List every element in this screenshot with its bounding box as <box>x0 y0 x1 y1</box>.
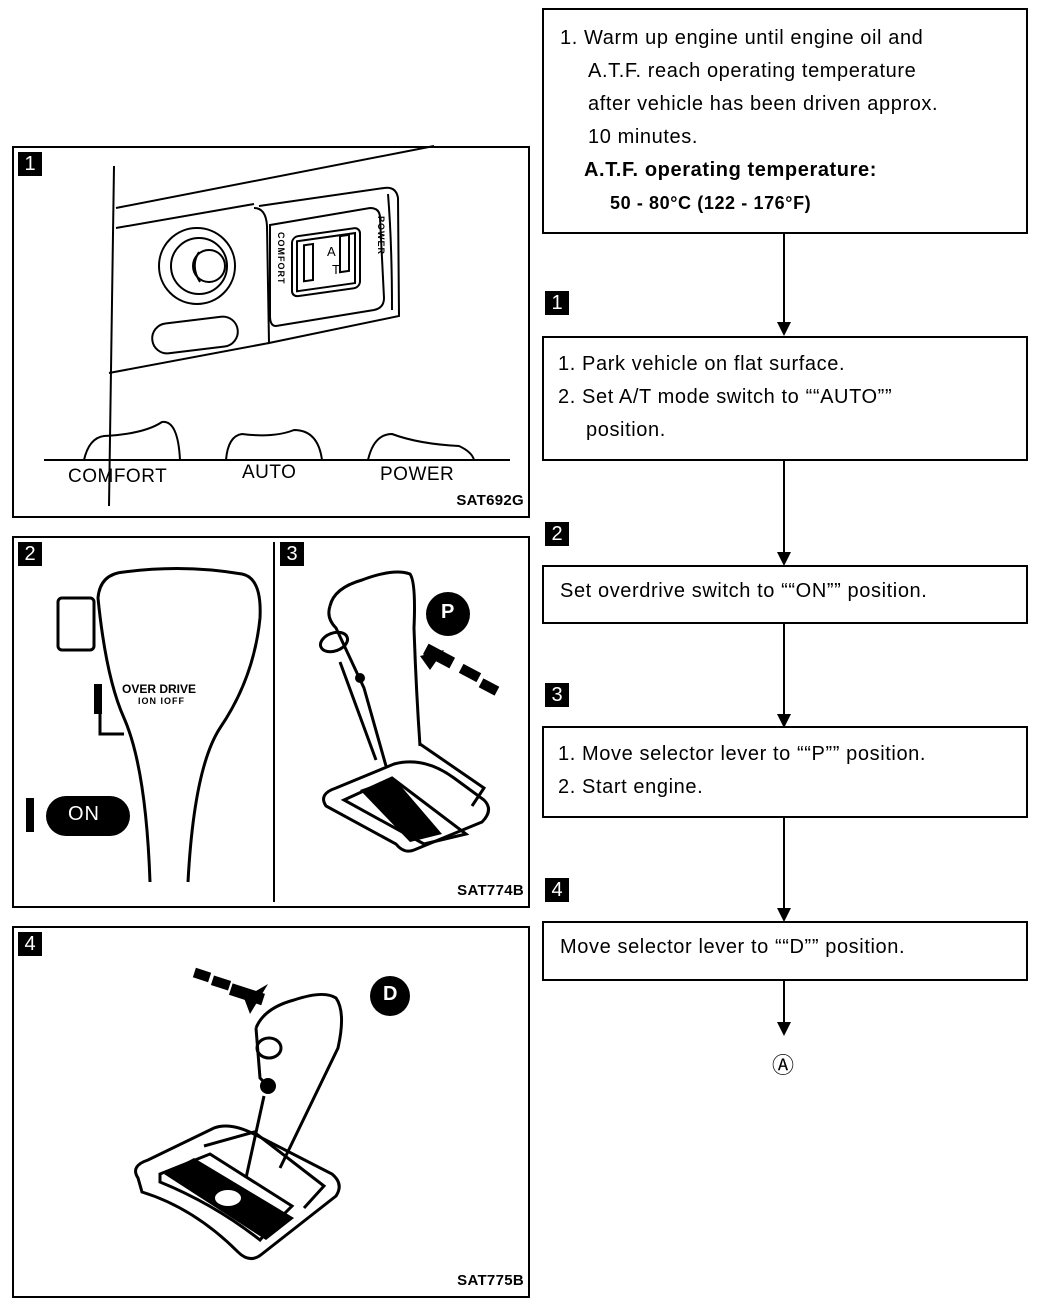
spec-value: 50 - 80°C (122 - 176°F) <box>610 193 812 213</box>
selector-lever-d-illustration <box>134 967 410 1260</box>
flow-connector-line <box>783 461 785 554</box>
step-1-line-3: position. <box>586 419 666 441</box>
figure-4-badge: 4 <box>18 932 42 956</box>
flow-connector-line <box>783 981 785 1025</box>
flow-connector-line <box>783 624 785 716</box>
switch-face-a: A <box>327 244 336 259</box>
step-3-line-1: 1. Move selector lever to ““P”” position… <box>558 743 927 765</box>
step-3-line-2: 2. Start engine. <box>558 776 704 798</box>
switch-face-power: POWER <box>376 216 386 256</box>
switch-face-t: T <box>332 262 340 277</box>
figure-3-code: SAT774B <box>457 882 524 899</box>
flow-step-2-box: Set overdrive switch to ““ON”” position. <box>542 565 1028 624</box>
figure-1-panel: 1 <box>12 145 530 518</box>
start-line-3: after vehicle has been driven approx. <box>588 93 939 115</box>
label-auto: AUTO <box>242 462 297 483</box>
flow-start-box: 1. Warm up engine until engine oil and A… <box>542 8 1028 234</box>
figure-1-badge: 1 <box>18 152 42 176</box>
step-1-line-1: 1. Park vehicle on flat surface. <box>558 353 846 375</box>
mode-switch-illustration <box>44 145 510 507</box>
figure-3-badge: 3 <box>280 542 304 566</box>
label-power: POWER <box>380 464 455 485</box>
figure-1-code: SAT692G <box>456 492 524 509</box>
position-p-circle: P <box>441 601 455 623</box>
flow-arrow-icon <box>777 322 791 336</box>
step-4-badge: 4 <box>545 878 569 902</box>
step-2-badge: 2 <box>545 522 569 546</box>
figure-2-badge: 2 <box>18 542 42 566</box>
overdrive-on-button: ON <box>68 803 100 825</box>
flow-connector-line <box>783 234 785 324</box>
flow-arrow-icon <box>777 908 791 922</box>
start-line-2: A.T.F. reach operating temperature <box>588 60 917 82</box>
figure-divider <box>273 542 275 902</box>
selector-lever-p-illustration <box>318 570 500 853</box>
flow-arrow-icon <box>777 552 791 566</box>
figure-2-3-panel: 2 3 OVER DRIVE ION IOFF ON P SA <box>12 536 530 908</box>
start-line-1: 1. Warm up engine until engine oil and <box>560 27 924 49</box>
flow-arrow-icon <box>777 714 791 728</box>
flow-arrow-icon <box>777 1022 791 1036</box>
label-comfort: COMFORT <box>68 466 168 487</box>
figure-4-panel: 4 D SAT775B <box>12 926 530 1298</box>
overdrive-knob-illustration <box>26 566 262 883</box>
flow-step-4-box: Move selector lever to ““D”” position. <box>542 921 1028 981</box>
connector-a-icon: Ⓐ <box>772 1054 795 1079</box>
flow-step-1-box: 1. Park vehicle on flat surface. 2. Set … <box>542 336 1028 461</box>
step-1-badge: 1 <box>545 291 569 315</box>
flow-step-3-box: 1. Move selector lever to ““P”” position… <box>542 726 1028 818</box>
spec-label: A.T.F. operating temperature: <box>584 159 877 181</box>
step-4-line-1: Move selector lever to ““D”” position. <box>560 936 906 958</box>
switch-face-comfort: COMFORT <box>276 232 286 285</box>
position-d-circle: D <box>383 983 398 1005</box>
figure-4-code: SAT775B <box>457 1272 524 1289</box>
flow-connector-line <box>783 818 785 912</box>
overdrive-on-off-label: ION IOFF <box>138 696 185 706</box>
step-3-badge: 3 <box>545 683 569 707</box>
step-1-line-2: 2. Set A/T mode switch to ““AUTO”” <box>558 386 893 408</box>
step-2-line-1: Set overdrive switch to ““ON”” position. <box>560 580 928 602</box>
overdrive-label: OVER DRIVE <box>122 682 197 696</box>
start-line-4: 10 minutes. <box>588 126 698 148</box>
